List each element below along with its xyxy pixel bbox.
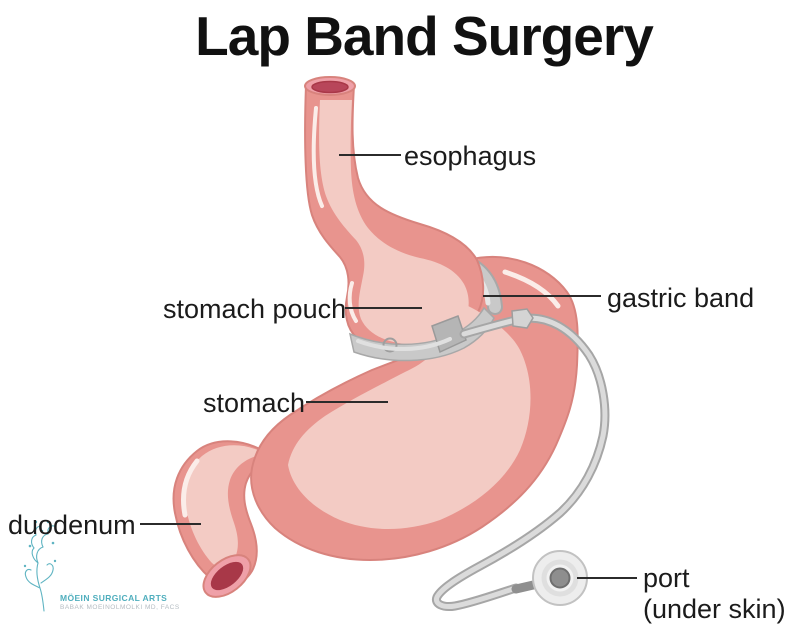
duodenum-shape xyxy=(172,440,274,598)
gastric-band-leader-line xyxy=(483,295,601,297)
port-device xyxy=(532,550,588,606)
tube-fill xyxy=(433,315,608,609)
stomach-inner xyxy=(288,300,531,529)
port-leader-line xyxy=(577,577,637,579)
esophagus-opening-lumen xyxy=(311,80,349,94)
duodenum-label: duodenum xyxy=(8,510,136,540)
logo-tree-icon xyxy=(23,520,57,612)
port-sub-label: (under skin) xyxy=(643,594,786,624)
duodenum-opening-lumen xyxy=(210,561,244,591)
band-lower-light xyxy=(356,337,452,351)
stomach-pouch-label: stomach pouch xyxy=(163,294,347,324)
stomach-pouch-leader-line xyxy=(345,307,422,309)
logo-subtitle: BABAK MOEINOLMOLKI MD, FACS xyxy=(60,604,180,611)
duodenum-highlight xyxy=(181,458,200,518)
tube-connector xyxy=(511,308,534,329)
duodenum-leader-line xyxy=(140,523,201,525)
gastric-band-label: gastric band xyxy=(607,283,755,313)
port-septum xyxy=(549,567,571,589)
fundus-highlight xyxy=(502,269,561,309)
page-title: Lap Band Surgery xyxy=(195,5,654,67)
gastric-band-lower xyxy=(348,306,495,362)
duodenum-inner xyxy=(184,445,262,568)
pouch-highlight xyxy=(347,281,358,323)
stomach-label: stomach xyxy=(203,388,306,418)
esophagus-label: esophagus xyxy=(404,141,537,171)
esophagus-shape xyxy=(304,76,485,351)
band-detail-circle xyxy=(382,337,398,353)
esophagus-leader-line xyxy=(339,154,401,156)
esophagus-highlight xyxy=(311,106,324,208)
port-label: port xyxy=(643,563,690,593)
esophagus-inner xyxy=(319,100,469,345)
stomach-leader-line xyxy=(306,401,388,403)
logo-name: MÖEIN SURGICAL ARTS xyxy=(60,593,168,603)
